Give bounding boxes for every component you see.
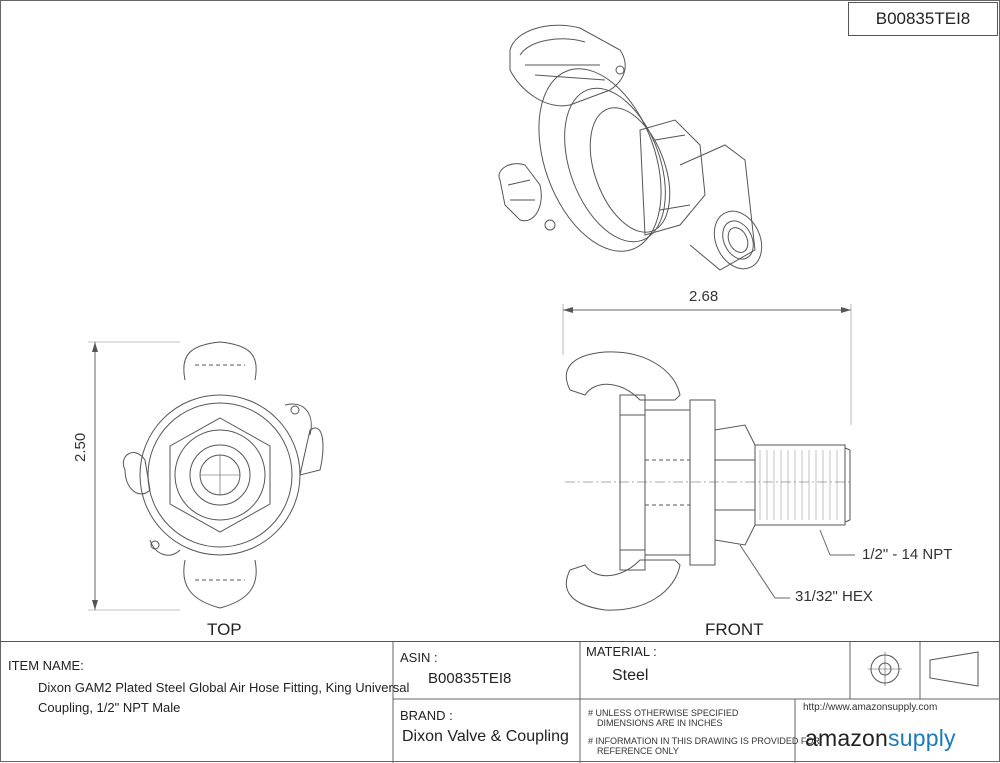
item-name-line2: Coupling, 1/2" NPT Male <box>38 700 181 715</box>
hex-callout: 31/32" HEX <box>795 588 873 605</box>
title-block: ITEM NAME: Dixon GAM2 Plated Steel Globa… <box>0 641 1000 763</box>
logo-text-supply: supply <box>888 725 956 751</box>
height-dimension: 2.50 <box>72 432 89 462</box>
material-label: MATERIAL : <box>586 644 657 659</box>
item-name-line1: Dixon GAM2 Plated Steel Global Air Hose … <box>38 680 410 695</box>
reference-note-line2: REFERENCE ONLY <box>597 746 679 756</box>
asin-id-box: B00835TEI8 <box>848 2 998 36</box>
material-value: Steel <box>612 667 649 684</box>
brand-label: BRAND : <box>400 708 453 723</box>
front-view-label: FRONT <box>705 620 764 639</box>
top-view-label: TOP <box>207 620 242 639</box>
length-dimension: 2.68 <box>689 288 719 305</box>
item-name-label: ITEM NAME: <box>8 658 84 673</box>
reference-note-line1: # INFORMATION IN THIS DRAWING IS PROVIDE… <box>588 736 820 746</box>
units-note-line2: DIMENSIONS ARE IN INCHES <box>597 718 723 728</box>
isometric-view <box>498 24 763 271</box>
website-url[interactable]: http://www.amazonsupply.com <box>803 702 938 713</box>
title-block-grid <box>392 642 1000 763</box>
asin-value: B00835TEI8 <box>428 670 512 687</box>
amazonsupply-logo: amazonsupply <box>805 725 956 752</box>
thread-callout: 1/2" - 14 NPT <box>862 546 953 563</box>
brand-value: Dixon Valve & Coupling <box>402 728 569 745</box>
top-view <box>88 341 324 611</box>
units-note-line1: # UNLESS OTHERWISE SPECIFIED <box>588 708 739 718</box>
logo-text-amazon: amazon <box>805 725 889 751</box>
asin-label: ASIN : <box>400 650 438 665</box>
front-view <box>562 304 855 611</box>
